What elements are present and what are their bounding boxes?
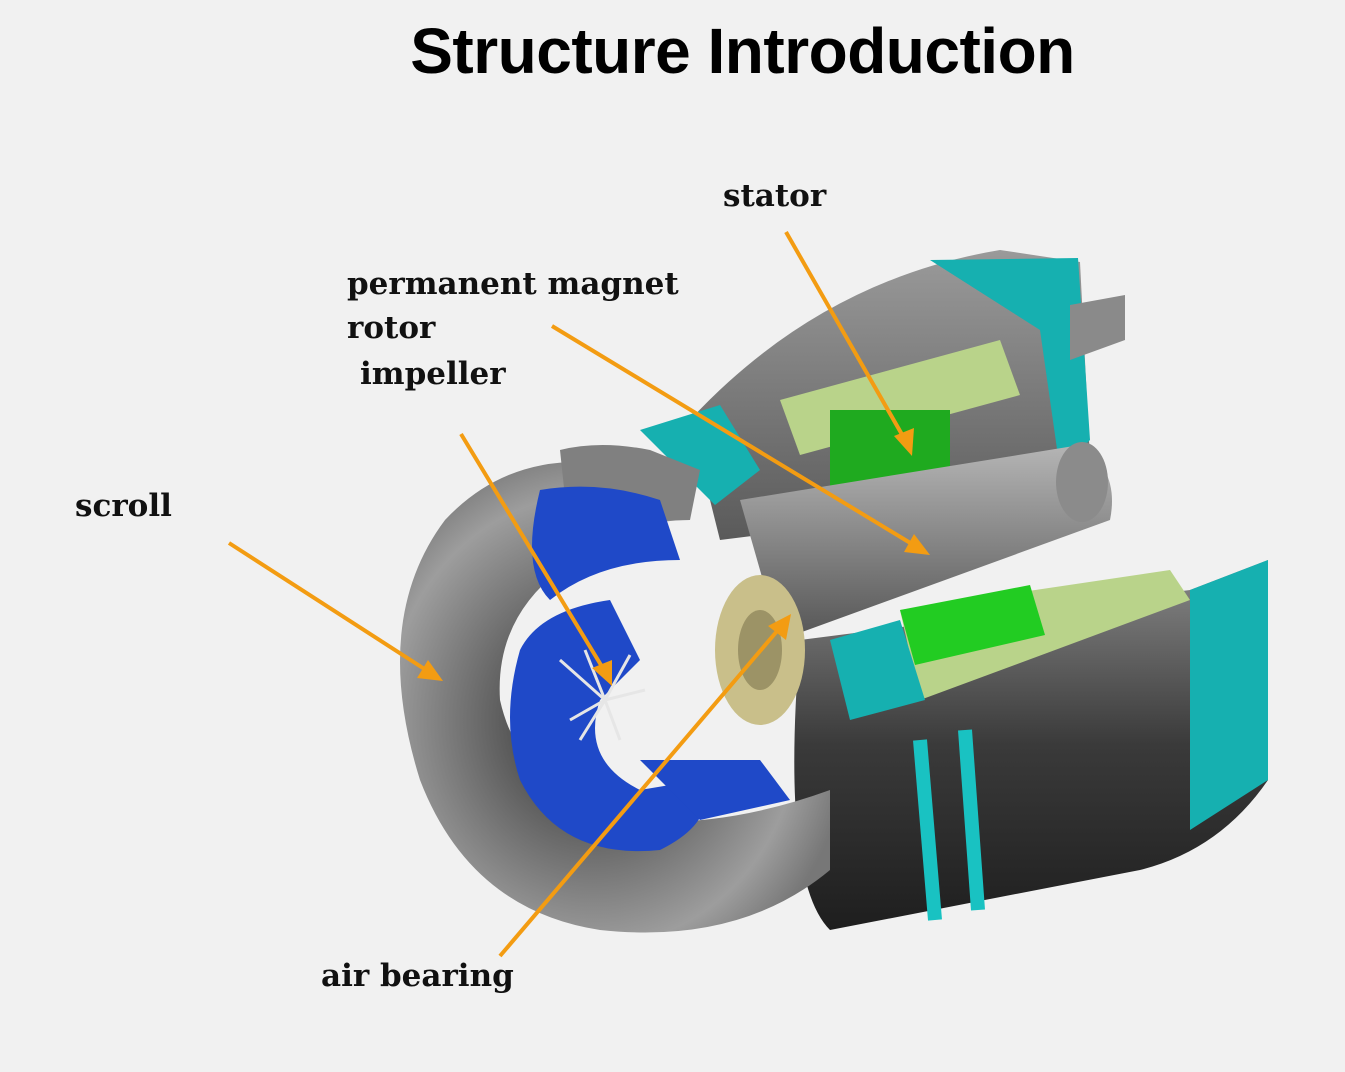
label-permanent-magnet: permanent magnet xyxy=(347,266,679,302)
label-stator: stator xyxy=(723,178,827,214)
arrow-impeller xyxy=(459,432,606,672)
arrow-permanent-magnet xyxy=(550,324,914,546)
label-scroll: scroll xyxy=(75,488,172,524)
label-rotor: rotor xyxy=(347,310,436,346)
callout-arrows xyxy=(227,231,930,958)
impeller-blades xyxy=(559,649,646,741)
label-air-bearing: air bearing xyxy=(321,958,514,994)
impeller-casing xyxy=(510,486,790,852)
arrow-air-bearing xyxy=(498,628,780,958)
arrow-stator xyxy=(784,231,906,439)
rotor-shaft xyxy=(740,442,1112,640)
arrow-scroll xyxy=(227,541,428,672)
stator-winding-bottom xyxy=(830,570,1190,720)
label-impeller: impeller xyxy=(360,356,506,392)
page-title: Structure Introduction xyxy=(410,15,1075,87)
